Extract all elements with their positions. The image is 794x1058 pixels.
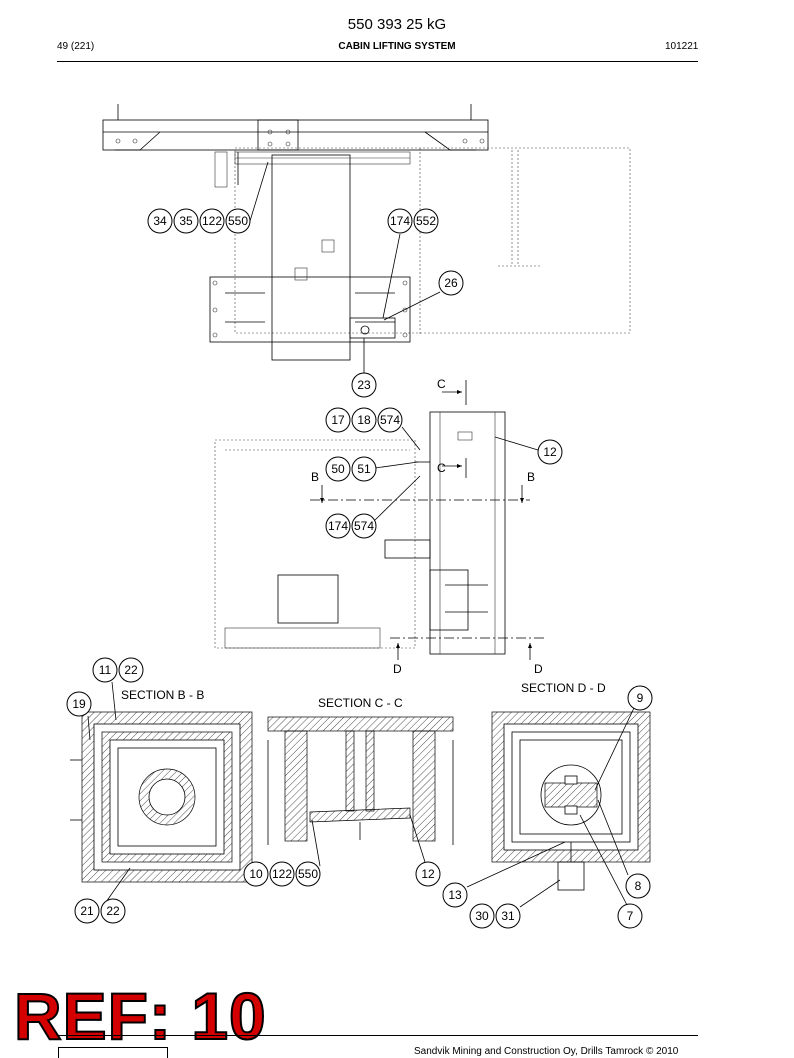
- svg-text:574: 574: [380, 413, 400, 427]
- svg-text:574: 574: [354, 519, 374, 533]
- callout-bubble: 26: [438, 270, 464, 296]
- callout-bubble: 12: [537, 439, 563, 465]
- section-c-view: [267, 716, 454, 845]
- svg-text:550: 550: [298, 867, 318, 881]
- svg-text:550: 550: [228, 214, 248, 228]
- svg-text:9: 9: [637, 691, 644, 705]
- section-d-label: SECTION D - D: [521, 681, 606, 695]
- callout-bubble: 574: [351, 513, 377, 539]
- callout-bubble: 31: [495, 903, 521, 929]
- cut-marker-c-top: C: [437, 377, 446, 391]
- svg-text:122: 122: [272, 867, 292, 881]
- cut-marker-b-right: B: [527, 470, 535, 484]
- callout-bubble: 51: [351, 456, 377, 482]
- document-title: 550 393 25 kG: [347, 16, 447, 33]
- callout-bubble: 7: [617, 903, 643, 929]
- svg-text:19: 19: [72, 697, 86, 711]
- svg-text:12: 12: [543, 445, 557, 459]
- callout-bubble: 11: [92, 657, 118, 683]
- callout-bubble: 34: [147, 208, 173, 234]
- callout-bubble: 122: [199, 208, 225, 234]
- svg-text:34: 34: [153, 214, 167, 228]
- callout-bubble: 50: [325, 456, 351, 482]
- callout-bubble: 574: [377, 407, 403, 433]
- callout-bubble: 10: [243, 861, 269, 887]
- callout-bubble: 35: [173, 208, 199, 234]
- svg-text:8: 8: [635, 879, 642, 893]
- cut-marker-c-bottom: C: [437, 461, 446, 475]
- callout-bubble: 550: [225, 208, 251, 234]
- ref-label: REF: 10: [13, 979, 267, 1053]
- svg-text:17: 17: [331, 413, 345, 427]
- callout-bubble: 22: [100, 898, 126, 924]
- svg-text:12: 12: [421, 867, 435, 881]
- svg-text:13: 13: [448, 888, 462, 902]
- svg-text:23: 23: [357, 378, 371, 392]
- svg-text:30: 30: [475, 909, 489, 923]
- header-rule: [57, 61, 698, 62]
- section-b-label: SECTION B - B: [121, 688, 204, 702]
- svg-text:7: 7: [627, 909, 634, 923]
- callout-bubble: 174: [387, 208, 413, 234]
- leader-lines: [87, 161, 635, 908]
- callout-bubble: 22: [118, 657, 144, 683]
- callout-bubble: 17: [325, 407, 351, 433]
- callout-bubble: 552: [413, 208, 439, 234]
- page-number: 49 (221): [57, 41, 95, 52]
- section-d-view: [491, 711, 651, 891]
- callout-bubble: 550: [295, 861, 321, 887]
- cut-marker-b-left: B: [311, 470, 319, 484]
- svg-text:10: 10: [249, 867, 263, 881]
- side-view: [214, 380, 545, 655]
- callout-bubble: 12: [415, 861, 441, 887]
- svg-text:21: 21: [80, 904, 94, 918]
- cut-marker-d-right: D: [534, 662, 543, 676]
- svg-text:26: 26: [444, 276, 458, 290]
- cut-arrows: [320, 390, 532, 660]
- svg-text:174: 174: [328, 519, 348, 533]
- callout-bubble: 8: [625, 873, 651, 899]
- svg-text:50: 50: [331, 462, 345, 476]
- top-view: [102, 104, 631, 361]
- callout-bubble: 122: [269, 861, 295, 887]
- section-c-label: SECTION C - C: [318, 696, 403, 710]
- svg-text:35: 35: [179, 214, 193, 228]
- section-title: CABIN LIFTING SYSTEM: [338, 41, 456, 52]
- callout-bubble: 18: [351, 407, 377, 433]
- svg-text:122: 122: [202, 214, 222, 228]
- callout-bubble: 21: [74, 898, 100, 924]
- callout-bubble: 30: [469, 903, 495, 929]
- svg-text:51: 51: [357, 462, 371, 476]
- callout-bubble: 174: [325, 513, 351, 539]
- svg-text:18: 18: [357, 413, 371, 427]
- callout-bubble: 23: [351, 372, 377, 398]
- svg-text:552: 552: [416, 214, 436, 228]
- callout-bubble: 9: [627, 685, 653, 711]
- svg-text:174: 174: [390, 214, 410, 228]
- callout-bubble: 13: [442, 882, 468, 908]
- callout-bubble: 19: [66, 691, 92, 717]
- footer-copyright: Sandvik Mining and Construction Oy, Dril…: [414, 1046, 679, 1057]
- svg-text:22: 22: [106, 904, 120, 918]
- cut-marker-d-left: D: [393, 662, 402, 676]
- svg-text:22: 22: [124, 663, 138, 677]
- section-b-view: [70, 711, 253, 883]
- svg-text:11: 11: [99, 663, 112, 677]
- callouts: 34 35 122 550 174 552 26 23 17 18 574 12…: [66, 208, 653, 929]
- document-date: 101221: [665, 41, 699, 52]
- svg-text:31: 31: [501, 909, 515, 923]
- footer-rule: [57, 1035, 698, 1036]
